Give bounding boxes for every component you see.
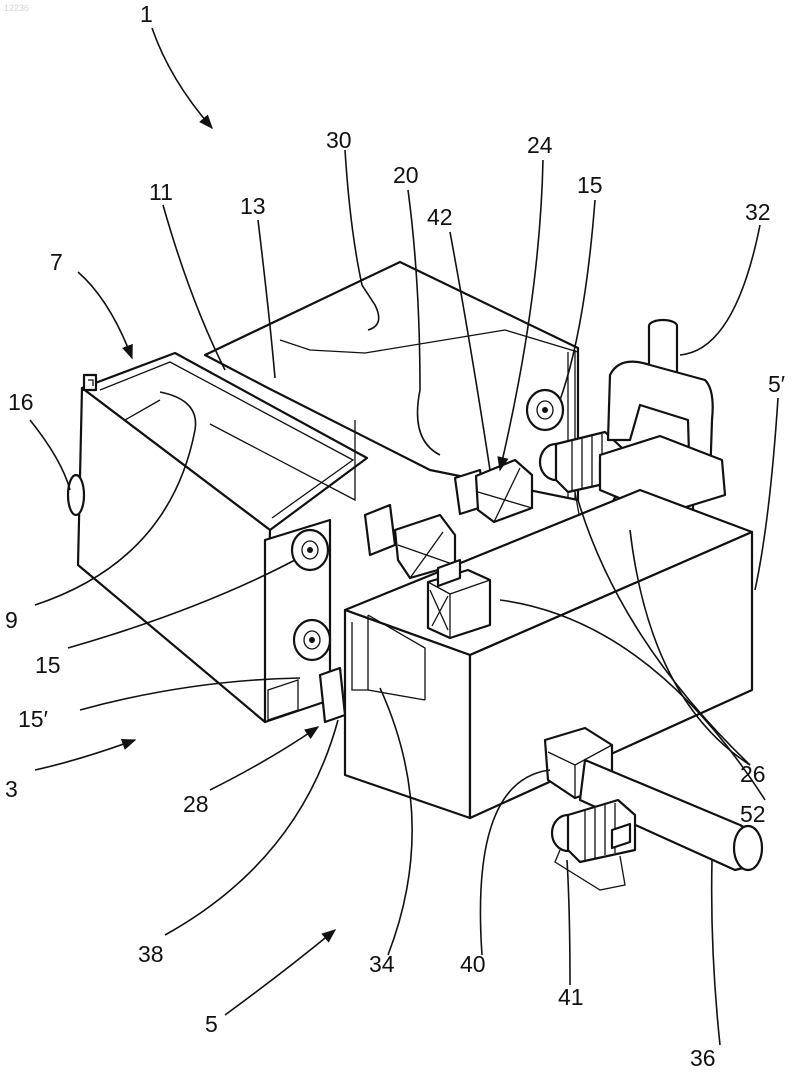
label-38: 38: [138, 941, 164, 967]
label-34: 34: [369, 951, 395, 977]
label-28: 28: [183, 791, 209, 817]
duct: [600, 320, 725, 515]
motor-41: [552, 800, 635, 890]
label-15-lower: 15: [35, 652, 61, 678]
label-3: 3: [5, 776, 18, 802]
label-9: 9: [5, 607, 18, 633]
label-13: 13: [240, 193, 266, 219]
label-20: 20: [393, 162, 419, 188]
label-32: 32: [745, 199, 771, 225]
label-1: 1: [140, 1, 153, 27]
label-5: 5: [205, 1011, 218, 1037]
label-15-prime: 15′: [18, 706, 48, 732]
label-11: 11: [149, 179, 173, 205]
label-24: 24: [527, 132, 553, 158]
label-42: 42: [427, 204, 453, 230]
label-7: 7: [50, 249, 63, 275]
label-16: 16: [8, 389, 34, 415]
roller-rear: [527, 390, 563, 430]
label-5-prime: 5′: [768, 371, 785, 397]
label-52: 52: [740, 801, 766, 827]
label-36: 36: [690, 1045, 716, 1071]
label-30: 30: [326, 127, 352, 153]
roller-upper: [292, 530, 328, 570]
roller-lower: [294, 620, 330, 660]
label-40: 40: [460, 951, 486, 977]
label-41: 41: [558, 984, 584, 1010]
label-15-upper: 15: [577, 172, 603, 198]
watermark: 12236: [4, 3, 29, 13]
label-26: 26: [740, 761, 766, 787]
